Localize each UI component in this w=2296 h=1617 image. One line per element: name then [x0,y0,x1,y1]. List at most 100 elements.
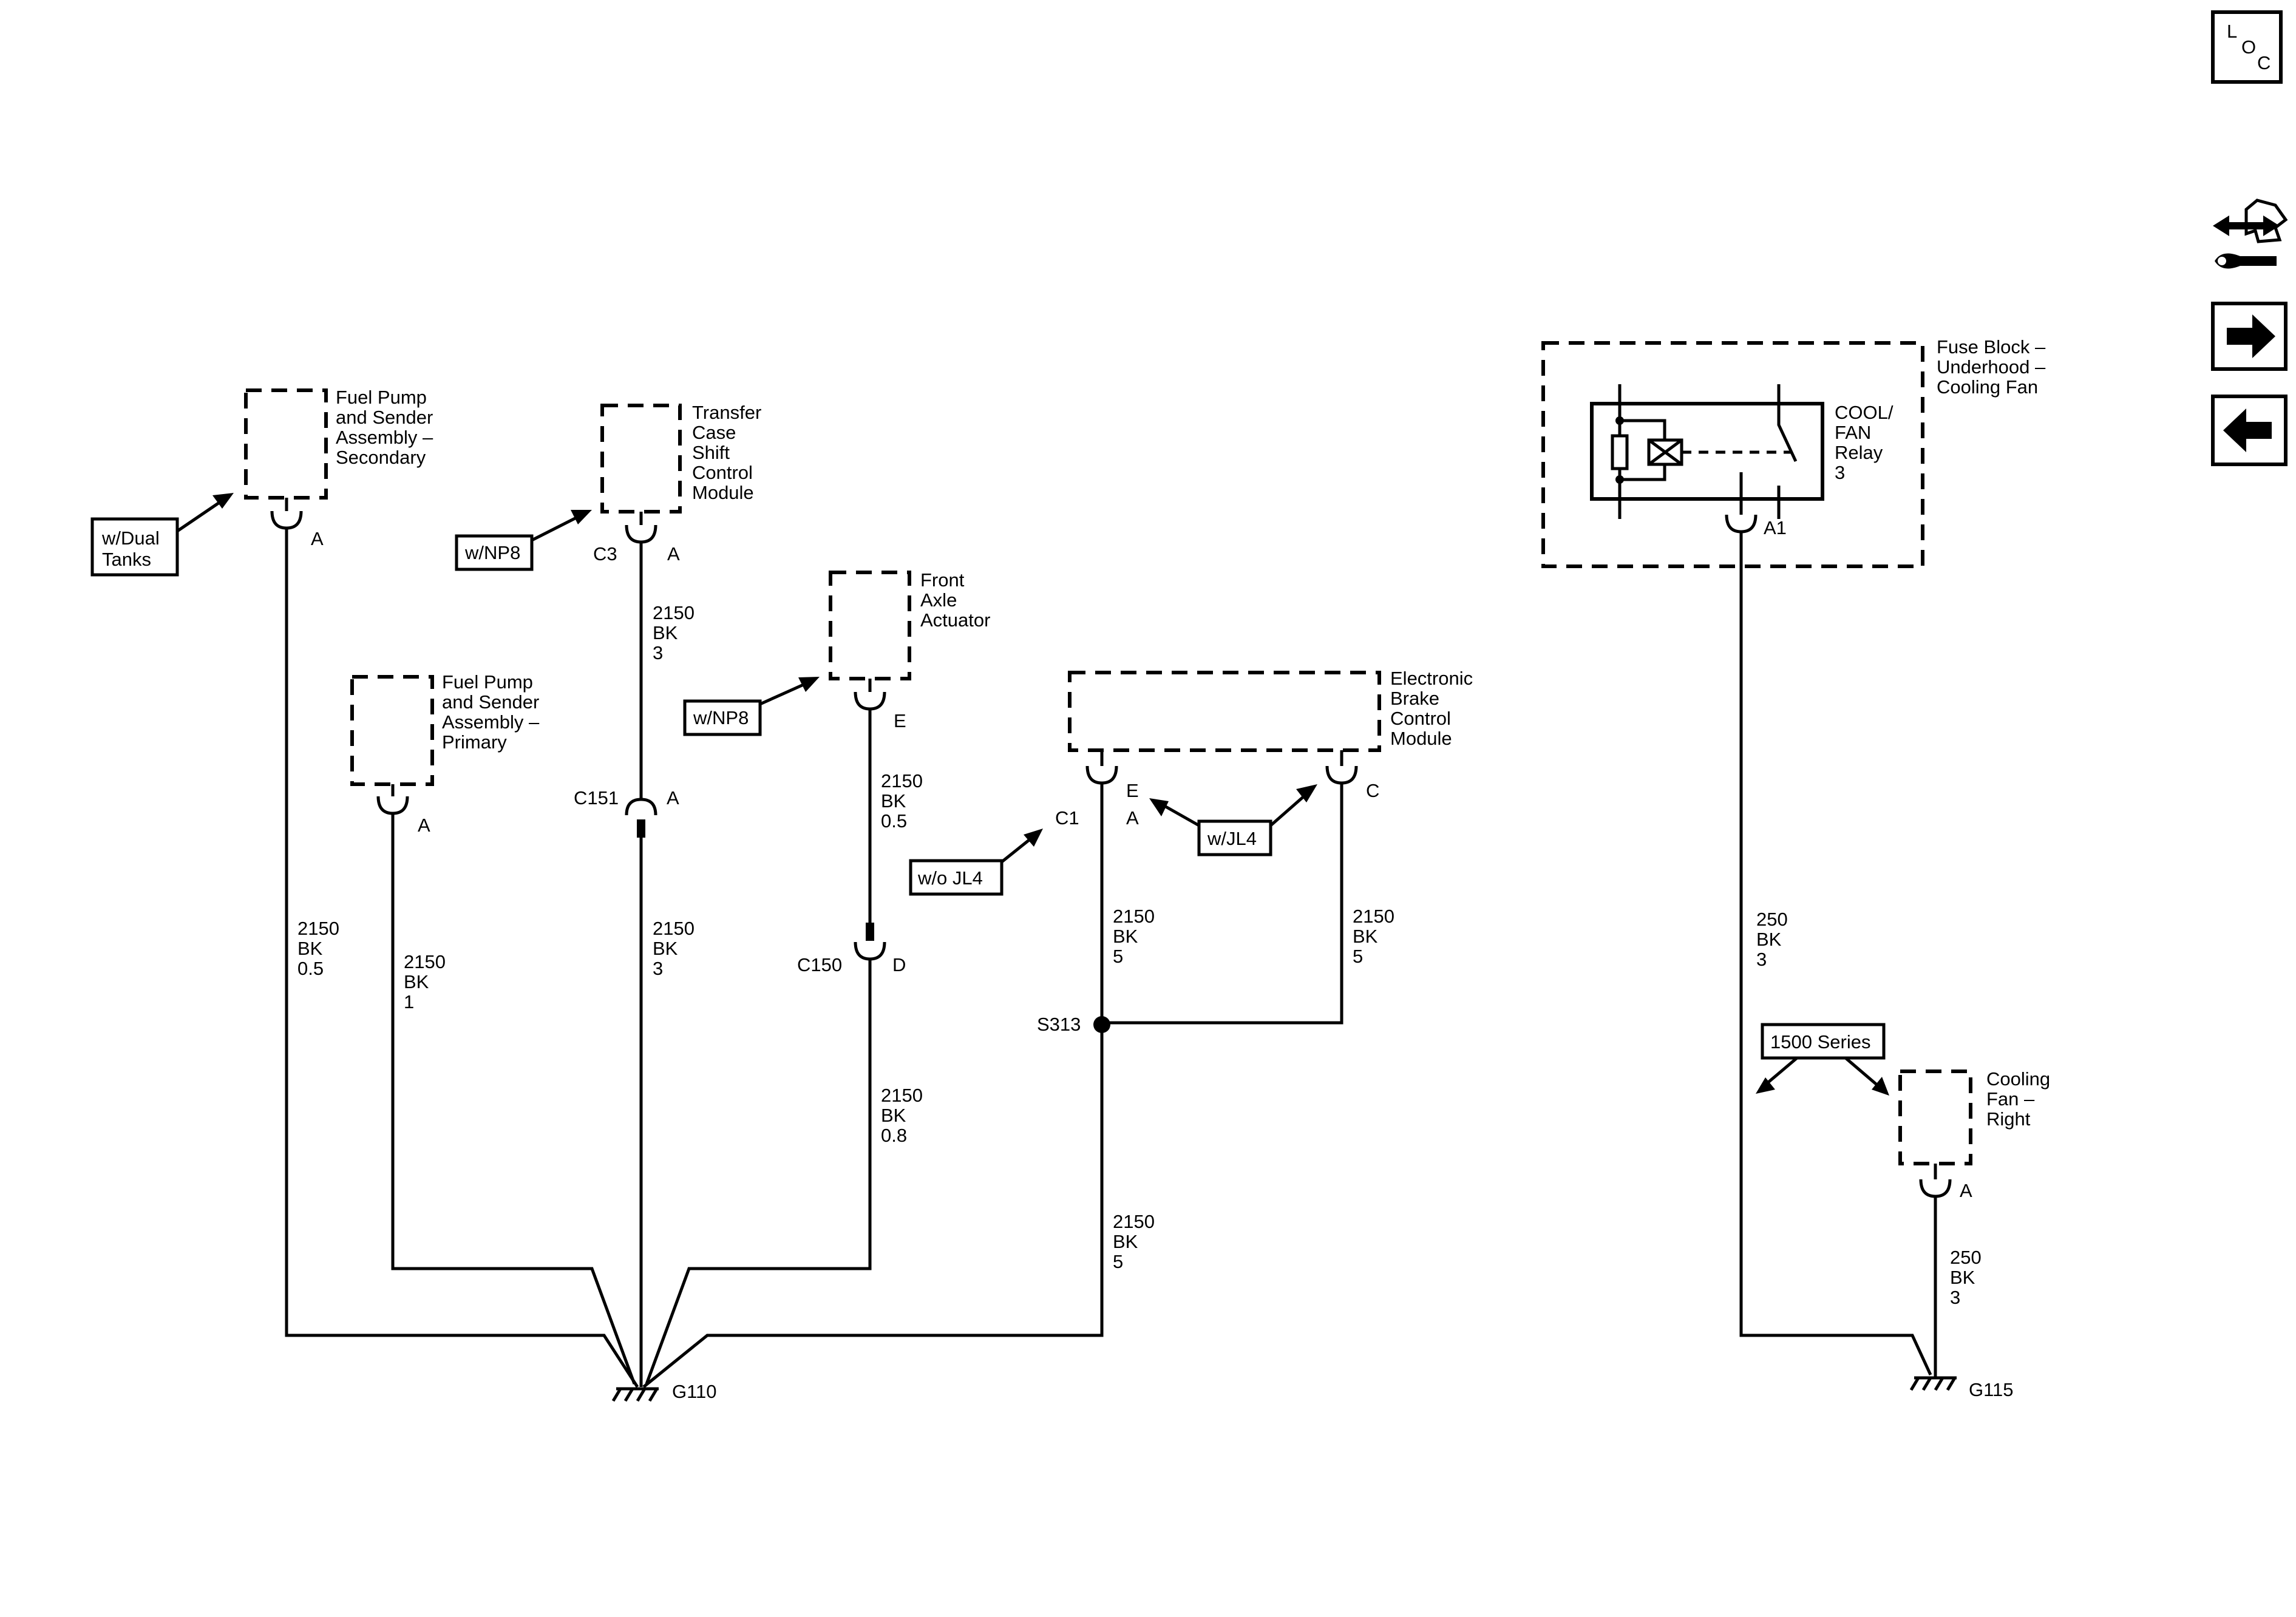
cooling-fan-label-3: Right [1986,1108,2031,1130]
fuel-pump-secondary[interactable]: Fuel Pump and Sender Assembly – Secondar… [244,387,433,500]
svg-text:250: 250 [1756,909,1788,930]
svg-text:3: 3 [1950,1287,1960,1308]
svg-text:2150: 2150 [881,1085,923,1106]
wire-label-ebcm-e: 2150 BK 5 [1113,906,1155,967]
svg-text:250: 250 [1950,1247,1982,1268]
transfer-case-connector: C3 [593,543,617,564]
relay-label-2: FAN [1835,422,1871,443]
front-axle-actuator[interactable]: Front Axle Actuator [829,569,990,680]
wire-label-axle-lower: 2150 BK 0.8 [881,1085,923,1146]
wire-label-secondary: 2150 BK 0.5 [297,918,339,979]
wo-jl4-option-tag: w/o JL4 [909,829,1043,896]
c151-connector-pin: A [667,787,679,808]
c151-connector-female [625,798,657,816]
wire-primary-ground [391,813,636,1385]
svg-text:BK: BK [1113,926,1138,947]
ground-g115-label: G115 [1969,1379,2014,1400]
cooling-fan-label-2: Fan – [1986,1088,2035,1110]
fuel-pump-secondary-pin: A [311,528,324,549]
c150-connector-female [854,941,886,961]
fuel-pump-secondary-label-2: and Sender [336,407,433,428]
svg-text:BK: BK [297,938,323,959]
arrow-right-icon [2227,314,2275,358]
np8-tag-axle-text: w/NP8 [693,707,749,728]
previous-page-button[interactable] [2211,395,2288,466]
svg-text:2150: 2150 [653,602,695,623]
svg-text:BK: BK [653,622,678,643]
fuse-block-pin-a1: A1 [1764,517,1787,538]
ebcm-pin-c: C [1366,780,1379,801]
svg-text:BK: BK [1353,926,1378,947]
svg-text:2150: 2150 [1353,906,1394,927]
c150-connector-male [866,923,874,941]
fuel-pump-primary[interactable]: Fuel Pump and Sender Assembly – Primary [350,671,540,786]
fuel-pump-primary-pin: A [418,815,430,836]
loc-letter-l: L [2227,21,2237,42]
svg-text:5: 5 [1113,1251,1123,1272]
dual-tanks-tag-line-2: Tanks [102,549,151,570]
front-axle-label-1: Front [920,569,965,591]
front-axle-terminal [854,679,886,711]
wire-ebcm-e-ground [642,783,1104,1388]
fuel-pump-secondary-terminal [270,498,303,530]
wire-label-fan-right: 250 BK 3 [1950,1247,1982,1308]
svg-text:2150: 2150 [297,918,339,939]
np8-option-tag-axle: w/NP8 [683,677,820,736]
fuse-block-terminal-a1 [1725,499,1758,534]
ground-g110-symbol [611,1387,659,1402]
wire-axle-lower [645,959,872,1385]
svg-text:BK: BK [881,1105,906,1126]
np8-tag-transfer-text: w/NP8 [464,542,520,563]
c151-connector-male [637,819,645,838]
c150-connector-name: C150 [797,954,842,975]
cool-fan-relay[interactable]: COOL/ FAN Relay 3 [1590,384,1894,519]
transfer-case-label-2: Case [692,422,736,443]
component-locator-icon[interactable] [2213,198,2288,269]
svg-text:5: 5 [1113,946,1123,967]
svg-text:2150: 2150 [653,918,695,939]
fuel-pump-secondary-label-4: Secondary [336,447,426,468]
loc-letter-o: O [2241,36,2256,58]
transfer-case-pin: A [667,543,680,564]
transfer-case-label-3: Shift [692,442,730,463]
wire-secondary-ground [285,528,639,1388]
svg-text:BK: BK [404,971,429,992]
loc-button[interactable]: L O C [2211,10,2283,84]
transfer-case-label-5: Module [692,482,754,503]
dual-tanks-option-tag: w/Dual Tanks [90,493,234,577]
cooling-fan-pin: A [1960,1180,1972,1201]
wire-label-ebcm-c: 2150 BK 5 [1353,906,1394,967]
wire-ebcm-c-splice [1102,783,1343,1025]
svg-text:0.5: 0.5 [881,810,907,832]
transfer-case-label-4: Control [692,462,753,483]
svg-text:BK: BK [653,938,678,959]
ebcm-module[interactable]: Electronic Brake Control Module [1068,668,1473,752]
fuel-pump-primary-label-2: and Sender [442,691,539,713]
svg-text:2150: 2150 [1113,906,1155,927]
cooling-fan-right[interactable]: Cooling Fan – Right [1898,1068,2050,1165]
w-jl4-option-tag: w/JL4 [1149,784,1317,856]
ebcm-label-3: Control [1390,708,1451,729]
fuel-pump-primary-terminal [376,784,409,815]
front-axle-label-3: Actuator [920,609,990,631]
svg-text:BK: BK [1950,1267,1975,1288]
relay-label-3: Relay [1835,442,1883,463]
wire-label-fan-relay: 250 BK 3 [1756,909,1788,970]
ebcm-label-1: Electronic [1390,668,1473,689]
splice-s313-dot [1093,1016,1110,1033]
svg-text:0.8: 0.8 [881,1125,907,1146]
series-1500-tag-text: 1500 Series [1770,1031,1870,1053]
fuse-block-underhood[interactable]: Fuse Block – Underhood – Cooling Fan [1541,336,2046,568]
wire-label-transfer-lower: 2150 BK 3 [653,918,695,979]
fuse-block-label-3: Cooling Fan [1937,376,2038,398]
ebcm-label-4: Module [1390,728,1452,749]
next-page-button[interactable] [2211,302,2288,371]
series-1500-option-tag: 1500 Series [1756,1023,1889,1096]
ebcm-connector-c1: C1 [1055,807,1079,829]
transfer-case-module[interactable]: Transfer Case Shift Control Module [600,402,761,514]
svg-text:BK: BK [1756,929,1782,950]
svg-text:1: 1 [404,991,414,1012]
front-axle-label-2: Axle [920,589,957,611]
ground-g110-label: G110 [672,1381,717,1402]
front-axle-pin: E [894,710,906,731]
